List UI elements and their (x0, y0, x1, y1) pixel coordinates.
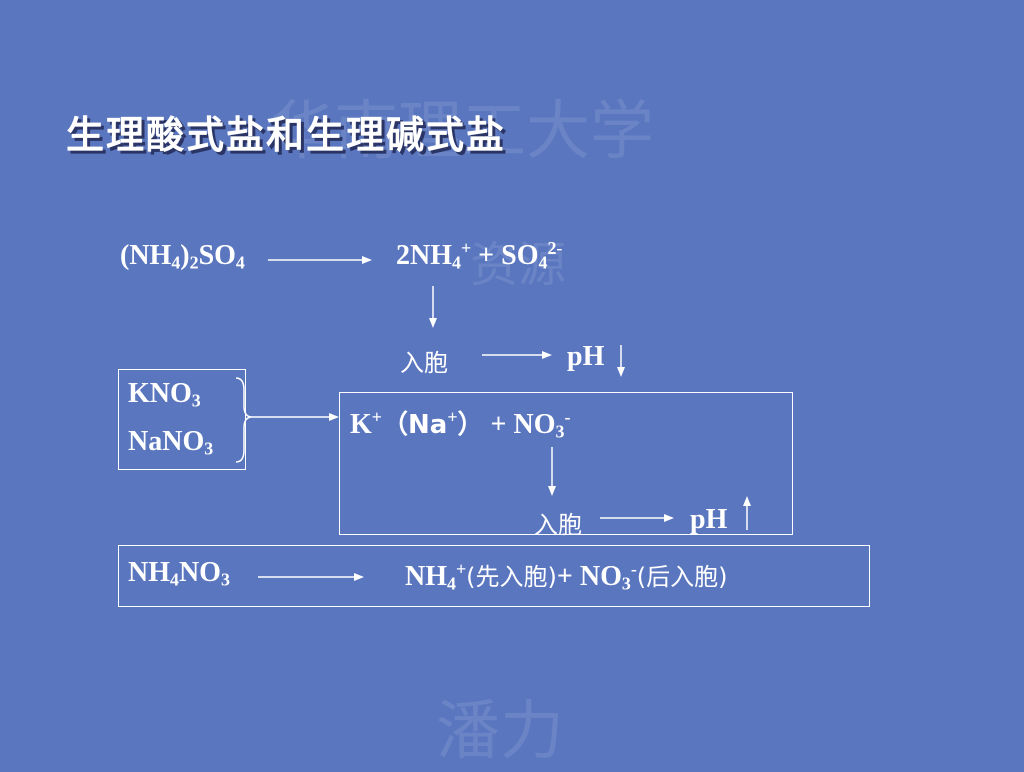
eq2-ph-label: pH (690, 504, 728, 535)
eq2-uptake-label: 入胞 (534, 511, 582, 539)
eq2-ions: K+（Na+） + NO3- (350, 407, 571, 442)
watermark-top: 华南理工大学 (270, 95, 654, 169)
eq1-uptake-label: 入胞 (400, 349, 448, 377)
ammonium-nitrate-box (118, 545, 870, 607)
eq1-uptake-arrowhead (542, 351, 552, 359)
watermark-middle: 资源 (470, 237, 567, 293)
eq1-reactant: (NH4)2SO4 (120, 240, 245, 273)
dissociation-box (339, 392, 793, 535)
salt-nano3: NaNO3 (128, 426, 214, 459)
slide-title: 生理酸式盐和生理碱式盐 (66, 112, 507, 157)
salt-kno3: KNO3 (128, 378, 201, 411)
eq3-reaction-arrowhead (354, 573, 364, 581)
eq3-product: NH4+(先入胞)+ NO3-(后入胞) (405, 559, 728, 594)
eq2-down-arrowhead (548, 486, 556, 496)
eq1-down-arrowhead (429, 318, 437, 328)
salts-brace (235, 377, 253, 463)
eq2-ph-up-arrowhead (743, 496, 751, 506)
eq1-reaction-arrowhead (362, 256, 372, 264)
eq1-ph-label: pH (567, 341, 605, 372)
eq3-reactant: NH4NO3 (128, 557, 230, 590)
eq2-uptake-arrowhead (664, 514, 674, 522)
eq1-ph-down-arrowhead (617, 367, 625, 377)
salts-to-ions-arrowhead (329, 413, 339, 421)
watermark-bottom: 潘力 (436, 695, 564, 769)
eq1-product: 2NH4+ + SO42- (396, 238, 563, 273)
